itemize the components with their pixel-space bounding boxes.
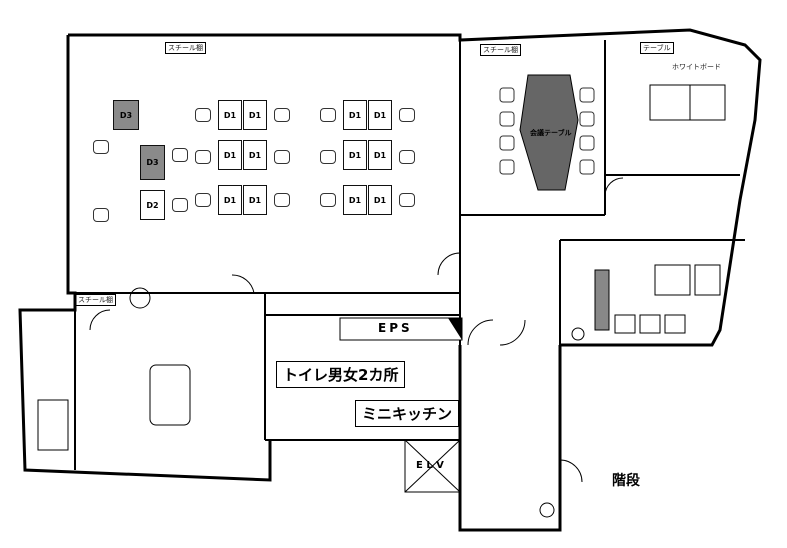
right-room-tables (614, 84, 726, 334)
chair (172, 148, 188, 162)
eps-mark (448, 318, 462, 340)
stairs-label: 階段 (612, 470, 640, 490)
chair (195, 150, 211, 164)
desk-d3-2[interactable]: D3 (140, 145, 165, 180)
chair (320, 193, 336, 207)
steel-shelf-label-3: スチール棚 (75, 294, 116, 306)
desk-d1-a1[interactable]: D1 (218, 100, 242, 130)
balcony-box (37, 399, 69, 451)
table-label: テーブル (640, 42, 674, 54)
desk-d1-a5[interactable]: D1 (218, 185, 242, 215)
interior-walls (68, 40, 745, 470)
chair (274, 193, 290, 207)
desk-d1-a4[interactable]: D1 (243, 140, 267, 170)
plant-fixture (129, 287, 151, 309)
desk-d1-a2[interactable]: D1 (243, 100, 267, 130)
desk-d3-1[interactable]: D3 (113, 100, 139, 130)
sink-fixture (571, 327, 585, 341)
chair (399, 108, 415, 122)
lounge-table (149, 364, 191, 426)
door-swings (89, 177, 624, 483)
kitchen-label: ミニキッチン (355, 400, 460, 427)
chair (274, 108, 290, 122)
meeting-chairs (499, 87, 595, 175)
steel-shelf-label: スチール棚 (165, 42, 206, 54)
chair (93, 140, 109, 154)
chair (195, 193, 211, 207)
toilet-label: トイレ男女2カ所 (276, 361, 406, 388)
whiteboard-label: ホワイトボード (672, 63, 721, 71)
chair (274, 150, 290, 164)
desk-d2[interactable]: D2 (140, 190, 165, 220)
steel-shelf-label-2: スチール棚 (480, 44, 521, 56)
desk-d1-b5[interactable]: D1 (343, 185, 367, 215)
eps-label: EPS (378, 321, 413, 335)
desk-d1-b4[interactable]: D1 (368, 140, 392, 170)
chair (399, 150, 415, 164)
chair (320, 108, 336, 122)
chair (399, 193, 415, 207)
cabinet (594, 269, 610, 331)
desk-d1-b6[interactable]: D1 (368, 185, 392, 215)
chair (320, 150, 336, 164)
elevator-label: E L V (416, 460, 444, 471)
meeting-table-label: 会議テーブル (530, 129, 572, 137)
elevator-shaft (404, 439, 461, 493)
meeting-table-shape (519, 74, 579, 191)
desk-d1-b1[interactable]: D1 (343, 100, 367, 130)
desk-d1-b2[interactable]: D1 (368, 100, 392, 130)
desk-d1-b3[interactable]: D1 (343, 140, 367, 170)
chair (195, 108, 211, 122)
chair (172, 198, 188, 212)
drain-fixture (539, 502, 555, 518)
desk-d1-a3[interactable]: D1 (218, 140, 242, 170)
desk-d1-a6[interactable]: D1 (243, 185, 267, 215)
chair (93, 208, 109, 222)
